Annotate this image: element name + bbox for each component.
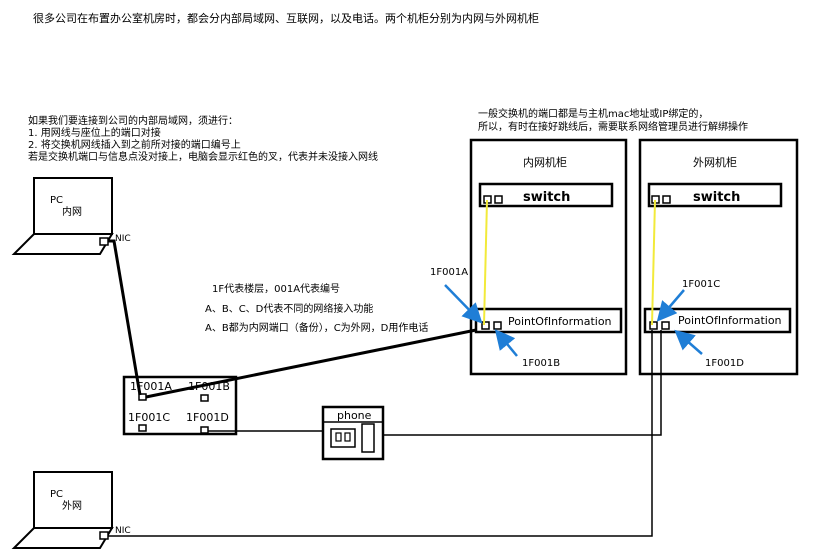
laptop-screen [33,177,113,235]
outlet-port-d [200,426,209,434]
phone-key [344,432,351,442]
nic-label: NIC [115,526,131,536]
nic-label: NIC [115,234,131,244]
outlet-port-b [200,394,209,402]
cable-pc-intranet-to-outlet-a [108,239,142,396]
arrow-1f001a [444,284,483,324]
cables [108,239,662,537]
info-point-port-a [481,321,490,330]
phone-handset [361,423,375,453]
nic-port [99,531,109,540]
info-point-label: PointOfInformation [678,314,782,327]
wall-outlet: 1F001A 1F001B 1F001C 1F001D [122,375,238,436]
cable-outlet-a-to-inner-poi [145,328,477,399]
label-1f001d: 1F001D [705,358,744,369]
pc-internet: PC 外网 NIC [11,471,131,549]
cable-pc-internet-to-outer-poi [108,330,653,537]
jumper-inner [483,199,488,326]
switch-label: switch [523,190,570,205]
outlet-port-label: 1F001D [186,411,229,424]
middle-note-line: 1F代表楼层，001A代表编号 [212,284,341,295]
left-note-line: 如果我们要连接到公司的内部局域网，须进行： [28,116,238,127]
nic-port [99,237,109,246]
laptop-base [11,527,114,549]
pc-sublabel: 外网 [62,500,82,512]
left-note-line: 若是交换机端口与信息点没对接上，电脑会显示红色的叉，代表并未没接入网线 [28,152,378,163]
cabinet-title: 内网机柜 [523,155,567,169]
laptop-base [11,233,114,255]
cabinet-frame [638,138,799,376]
info-point-port-c [649,321,658,330]
left-note-line: 1. 用网线与座位上的端口对接 [28,128,161,139]
right-note-line: 一般交换机的端口都是与主机mac地址或IP绑定的， [478,109,709,120]
cabinet-intranet: 内网机柜 switch PointOfInformation [469,138,628,376]
jumper-outer [651,199,656,326]
switch-bar [647,182,783,208]
switch-port [494,195,503,204]
middle-note-line: A、B都为内网端口（备份），C为外网，D用作电话 [205,323,429,334]
phone-key [335,432,342,442]
laptop-screen [33,471,113,529]
label-1f001a: 1F001A [430,267,468,278]
pc-intranet: PC 内网 NIC [11,177,131,255]
info-point-label: PointOfInformation [508,315,612,328]
switch-label: switch [693,190,740,205]
right-note-line: 所以，有时在接好跳线后，需要联系网络管理员进行解绑操作 [478,122,748,133]
middle-note-line: A、B、C、D代表不同的网络接入功能 [205,304,374,315]
label-1f001c: 1F001C [682,279,720,290]
switch-bar [478,182,614,208]
label-1f001b: 1F001B [522,358,560,369]
cable-phone-to-outer-poi [383,330,662,436]
arrow-1f001b [494,329,518,357]
cabinet-title: 外网机柜 [693,155,737,169]
outlet-port-c [138,424,147,432]
arrow-1f001d [674,329,703,355]
pc-sublabel: 内网 [62,205,82,218]
pc-label: PC [50,195,63,206]
patch-jumpers [483,199,656,326]
info-point-port-d [661,321,670,330]
phone: phone [321,405,385,461]
cabinet-internet: 外网机柜 switch PointOfInformation [638,138,799,376]
info-point-port-b [493,321,502,330]
left-note-line: 2. 将交换机网线插入到之前所对接的端口编号上 [28,140,241,151]
intro-text: 很多公司在布置办公室机房时，都会分内部局域网、互联网，以及电话。两个机柜分别为内… [33,12,539,25]
phone-keypad [330,428,356,448]
cabinet-frame [469,138,628,376]
info-point-bar [643,307,792,334]
switch-port [662,195,671,204]
pc-label: PC [50,489,63,500]
arrow-1f001c [656,289,685,322]
outlet-port-label: 1F001C [128,411,170,424]
phone-label: phone [337,409,372,422]
annotation-arrows [444,284,703,357]
